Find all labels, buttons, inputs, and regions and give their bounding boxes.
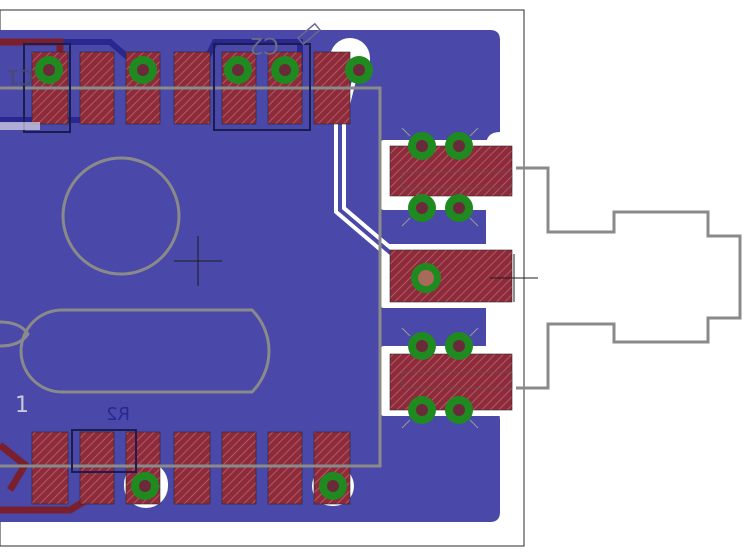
via-ticks — [401, 127, 479, 429]
via — [445, 132, 473, 160]
ic-bottom-pads — [31, 431, 351, 505]
via — [271, 56, 299, 84]
label-pin1: 1 — [15, 393, 29, 418]
via — [131, 472, 159, 500]
origin-markers — [174, 236, 538, 302]
label-r2: R2 — [106, 404, 130, 425]
via — [408, 332, 436, 360]
copper-pour — [0, 30, 500, 522]
via — [35, 56, 63, 84]
via — [129, 56, 157, 84]
dotted-strip — [0, 122, 40, 130]
via — [445, 332, 473, 360]
cap-footprints — [23, 43, 311, 473]
via-marker-icon — [296, 22, 322, 46]
via — [411, 263, 441, 293]
silkscreen — [0, 86, 742, 468]
via — [408, 194, 436, 222]
via — [408, 132, 436, 160]
label-c2: C2 — [249, 32, 278, 57]
via — [445, 396, 473, 424]
via — [445, 194, 473, 222]
via — [224, 56, 252, 84]
vias — [35, 56, 473, 500]
via — [319, 472, 347, 500]
label-c1: C1 — [7, 65, 34, 89]
via — [345, 56, 373, 84]
via — [408, 396, 436, 424]
